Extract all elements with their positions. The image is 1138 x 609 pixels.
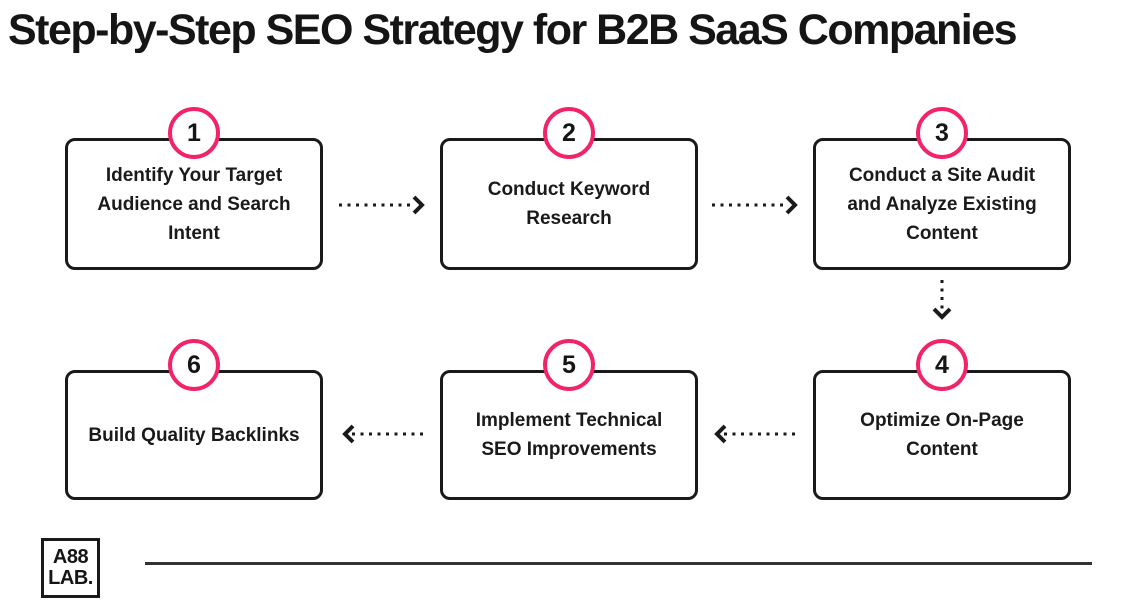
arrow-step3-to-step4-icon [931,278,953,324]
step-box-4: 4 Optimize On-Page Content [813,339,1071,500]
step-number: 2 [562,118,576,147]
arrow-step4-to-step5-icon [712,422,802,446]
step-label: Optimize On-Page Content [860,410,1024,460]
step-4-number-badge: 4 [916,339,968,391]
step-number: 1 [187,118,201,147]
brand-logo-line1: A88 [52,546,89,568]
brand-logo: A88 LAB. [41,538,100,598]
arrow-step2-to-step3-icon [710,193,802,217]
arrow-step5-to-step6-icon [340,422,430,446]
step-3-number-badge: 3 [916,107,968,159]
step-box-1: 1 Identify Your Target Audience and Sear… [65,107,323,270]
step-box-3: 3 Conduct a Site Audit and Analyze Exist… [813,107,1071,270]
step-number: 4 [935,350,949,379]
step-box-5: 5 Implement Technical SEO Improvements [440,339,698,500]
step-2-number-badge: 2 [543,107,595,159]
step-number: 5 [562,350,576,379]
arrow-step1-to-step2-icon [337,193,429,217]
step-label: Conduct Keyword Research [487,179,651,229]
step-number: 3 [935,118,949,147]
step-label: Identify Your Target Audience and Search… [97,164,291,244]
footer-divider [145,562,1092,565]
page-title: Step-by-Step SEO Strategy for B2B SaaS C… [8,6,1018,54]
step-label: Implement Technical SEO Improvements [475,410,663,460]
step-1-number-badge: 1 [168,107,220,159]
step-number: 6 [187,350,201,379]
step-5-number-badge: 5 [543,339,595,391]
step-label: Build Quality Backlinks [88,424,300,446]
step-box-6: 6 Build Quality Backlinks [65,339,323,500]
brand-logo-line2: LAB. [48,567,93,589]
step-6-number-badge: 6 [168,339,220,391]
step-box-2: 2 Conduct Keyword Research [440,107,698,270]
step-label: Conduct a Site Audit and Analyze Existin… [847,164,1037,244]
